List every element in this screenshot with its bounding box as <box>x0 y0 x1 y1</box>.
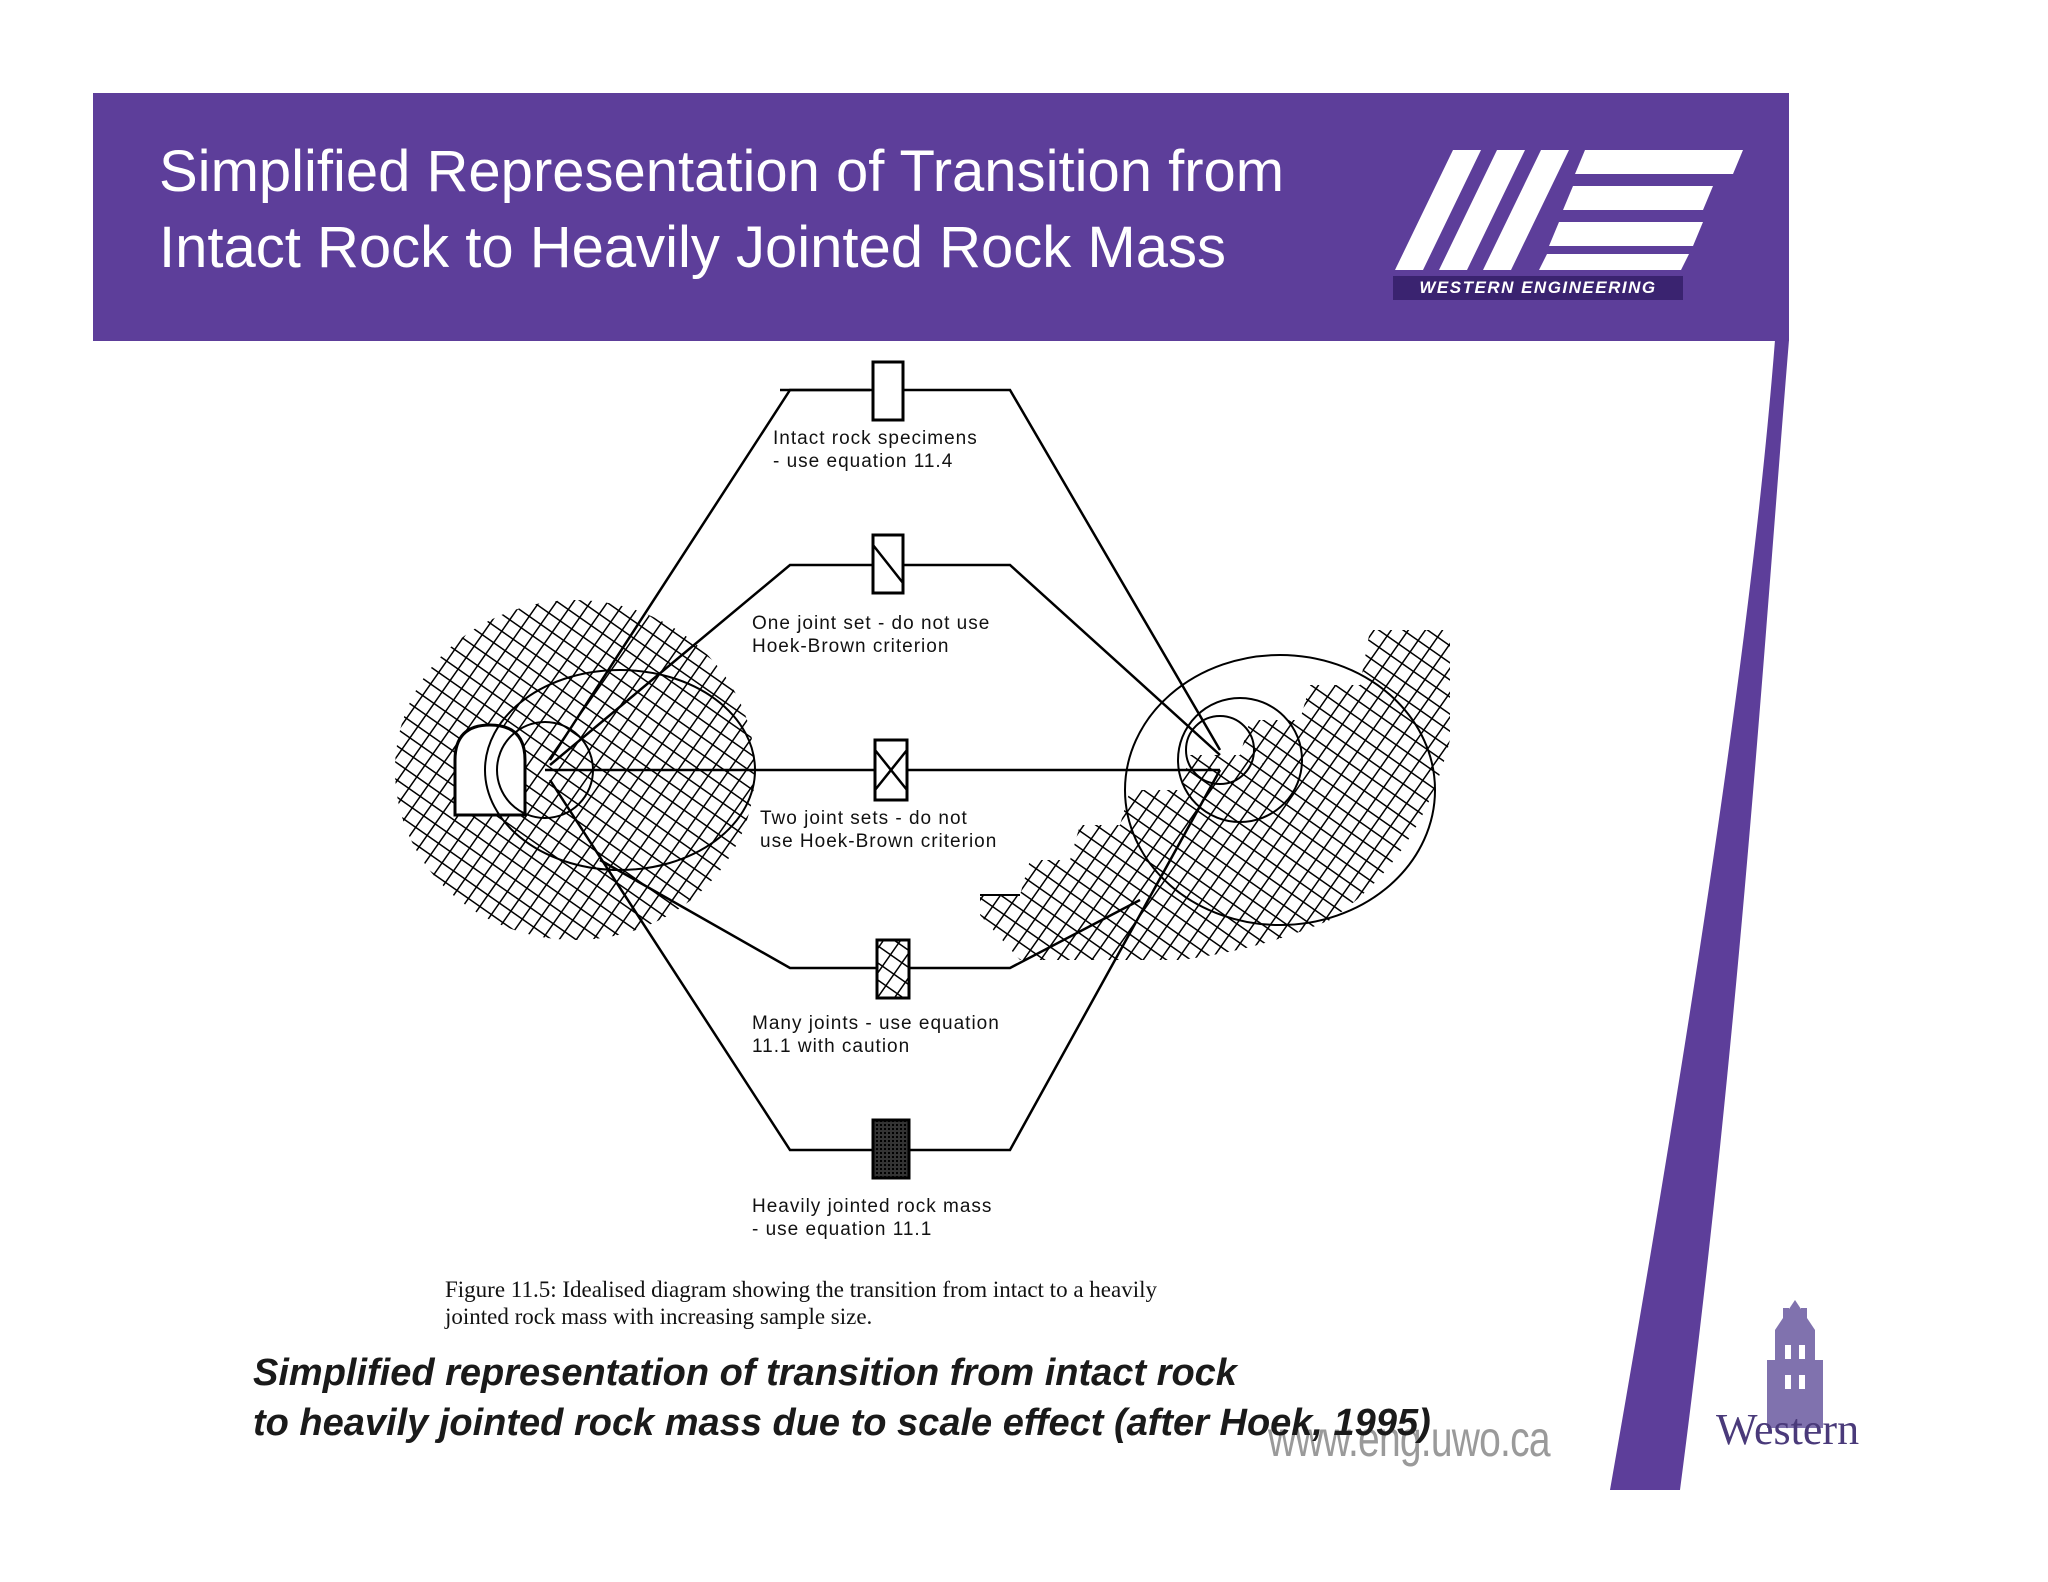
specimen-many-joints <box>875 938 911 1000</box>
western-engineering-logo <box>1395 150 1743 270</box>
label-heavily-jointed: Heavily jointed rock mass - use equation… <box>752 1196 993 1240</box>
scale-effect-diagram <box>395 360 1450 1180</box>
specimen-heavily-jointed <box>871 1118 911 1180</box>
slide-title-line-2: Intact Rock to Heavily Jointed Rock Mass <box>159 215 1226 280</box>
specimen-intact <box>871 360 905 422</box>
slide-caption: Simplified representation of transition … <box>253 1352 1431 1444</box>
logo-wordmark: WESTERN ENGINEERING <box>1393 276 1683 300</box>
footer-url[interactable]: www.eng.uwo.ca <box>1268 1411 1551 1467</box>
slope-rock-mass <box>980 630 1450 960</box>
specimen-one-joint <box>871 533 905 595</box>
decorative-swoosh <box>1610 330 1789 1490</box>
specimen-two-joints <box>873 738 909 802</box>
university-wordmark: Western <box>1716 1405 1860 1454</box>
university-tower-icon <box>1767 1300 1823 1428</box>
label-one-joint-set: One joint set - do not use Hoek-Brown cr… <box>752 613 991 657</box>
label-many-joints: Many joints - use equation 11.1 with cau… <box>752 1013 1000 1057</box>
figure-caption: Figure 11.5: Idealised diagram showing t… <box>445 1277 1157 1329</box>
slide-title: Simplified Representation of Transition … <box>159 134 1389 286</box>
slide-title-line-1: Simplified Representation of Transition … <box>159 139 1285 204</box>
label-intact-rock: Intact rock specimens - use equation 11.… <box>773 428 978 472</box>
label-two-joint-sets: Two joint sets - do not use Hoek-Brown c… <box>760 808 998 852</box>
